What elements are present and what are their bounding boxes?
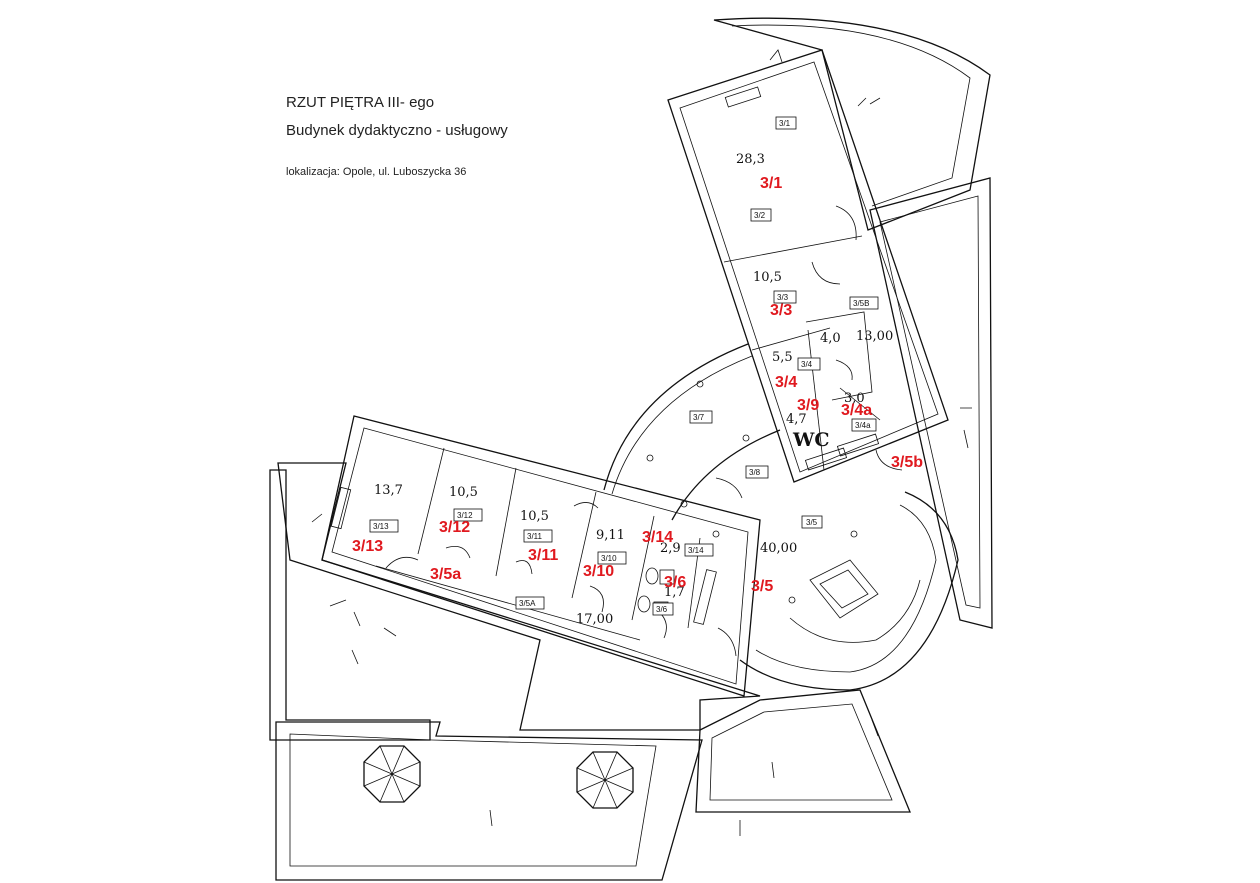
room-number-3-4a: 3/4a: [841, 402, 872, 419]
room-tag: 3/5B: [853, 299, 869, 308]
room-tag-box: [689, 410, 713, 424]
room-tag: 3/2: [754, 211, 766, 220]
room-tag: 3/1: [779, 119, 791, 128]
room-tag-box: [750, 208, 772, 222]
room-tag-box: [515, 596, 545, 610]
room-number-3-5a: 3/5a: [430, 566, 461, 583]
room-number-3-12: 3/12: [439, 519, 470, 536]
room-tag: 3/10: [601, 554, 617, 563]
room-tag: 3/8: [749, 468, 761, 477]
room-tag-box: [849, 296, 879, 310]
room-area: 5,5: [772, 350, 793, 365]
room-tag-box: [801, 515, 823, 529]
room-tag-box: [369, 519, 399, 533]
room-tag-box: [775, 116, 797, 130]
room-area: 13,00: [856, 329, 893, 344]
room-number-3-13: 3/13: [352, 538, 383, 555]
room-area: 2,9: [660, 541, 681, 556]
room-tag-box: [597, 551, 627, 565]
room-areas: 28,3 10,5 5,5 4,0 13,00 3,0 4,7 40,00 13…: [374, 152, 893, 627]
room-number-3-9: 3/9: [797, 397, 819, 414]
room-number-3-14: 3/14: [642, 529, 673, 546]
room-area: 10,5: [753, 270, 782, 285]
plan-subtitle: Budynek dydaktyczno - usługowy: [286, 122, 508, 139]
room-tag: 3/14: [688, 546, 704, 555]
room-tag-box: [684, 543, 714, 557]
room-tag: 3/7: [693, 413, 705, 422]
room-tag-box: [797, 357, 821, 371]
room-tag: 3/13: [373, 522, 389, 531]
room-area: 1,7: [664, 585, 685, 600]
room-tag-box: [745, 465, 769, 479]
room-tag: 3/12: [457, 511, 473, 520]
room-area: 4,0: [820, 331, 841, 346]
room-number-3-3: 3/3: [770, 302, 792, 319]
room-tag: 3/5: [806, 518, 818, 527]
room-tag-box: [453, 508, 483, 522]
room-area: 17,00: [576, 612, 613, 627]
room-area: 9,11: [596, 528, 625, 543]
room-area: 40,00: [760, 541, 797, 556]
room-tag: 3/4: [801, 360, 813, 369]
room-area: 4,7: [786, 412, 807, 427]
room-tag-box: [523, 529, 553, 543]
room-tag: 3/4a: [855, 421, 871, 430]
wc-label: WC: [792, 429, 829, 451]
room-tag-box: [773, 290, 797, 304]
plan-location: lokalizacja: Opole, ul. Luboszycka 36: [286, 166, 467, 178]
room-number-3-5: 3/5: [751, 578, 773, 595]
room-number-3-6: 3/6: [664, 574, 686, 591]
room-tag: 3/5A: [519, 599, 536, 608]
room-number-3-1: 3/1: [760, 175, 782, 192]
room-number-3-10: 3/10: [583, 563, 614, 580]
plan-title: RZUT PIĘTRA III- ego: [286, 94, 435, 111]
room-tag-box: [652, 602, 674, 616]
room-number-3-11: 3/11: [528, 547, 558, 564]
room-number-3-4: 3/4: [775, 374, 797, 391]
room-tag: 3/11: [527, 532, 543, 541]
room-area: 10,5: [520, 509, 549, 524]
building-walls: [269, 17, 993, 881]
room-numbers: 3/1 3/3 3/4 3/9 3/4a 3/5b 3/5 3/13 3/12 …: [352, 175, 923, 595]
room-tag: 3/3: [777, 293, 789, 302]
room-area: 28,3: [736, 152, 765, 167]
room-tag: 3/6: [656, 605, 668, 614]
room-number-3-5b: 3/5b: [891, 454, 923, 471]
room-tags: 3/1 3/2 3/3 3/4 3/4a 3/5 3/5A 3/5B 3/6 3…: [369, 116, 879, 616]
room-area: 13,7: [374, 483, 403, 498]
room-tag-box: [851, 418, 877, 432]
room-area: 10,5: [449, 485, 478, 500]
room-area: 3,0: [844, 391, 865, 406]
